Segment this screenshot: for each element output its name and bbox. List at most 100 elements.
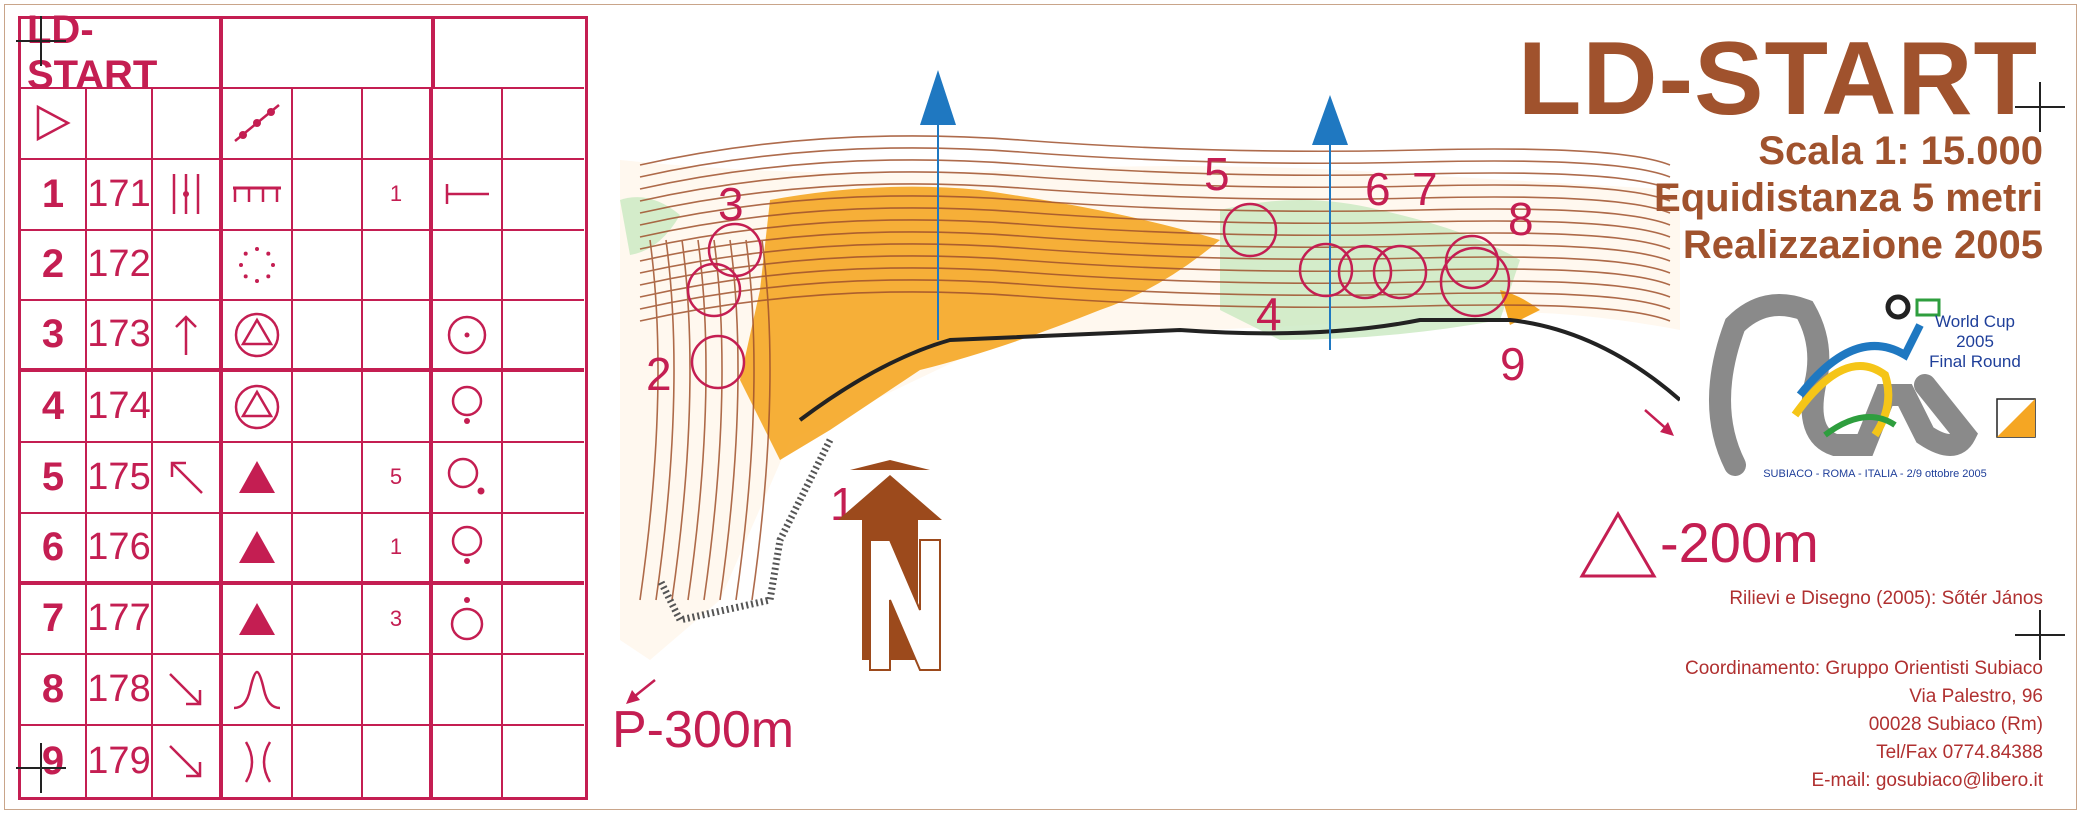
control-9-circle[interactable]: [1439, 246, 1511, 318]
empty-cell: [503, 726, 584, 797]
phone-line: Tel/Fax 0774.84388: [1876, 742, 2043, 763]
empty-cell: [503, 160, 584, 231]
scale-text: Scala 1: 15.000: [1758, 129, 2043, 173]
control-4-circle[interactable]: [1298, 242, 1354, 298]
control-number: 6: [21, 513, 87, 585]
empty-cell: [433, 726, 503, 797]
email-line[interactable]: E-mail: gosubiaco@libero.it: [1811, 770, 2043, 791]
dimension-value: [363, 372, 433, 443]
dimension-value: [363, 230, 433, 302]
dimension-value: 5: [363, 443, 433, 514]
control-number: 3: [21, 301, 87, 373]
empty-cell: [153, 230, 223, 302]
empty-cell: [503, 655, 584, 727]
map-info: Scala 1: 15.000 Equidistanza 5 metri Rea…: [1654, 128, 2043, 269]
header-blank-cell: [433, 19, 584, 89]
control-5-circle[interactable]: [1222, 202, 1278, 258]
control-number: 8: [21, 655, 87, 727]
control-number: 7: [21, 584, 87, 656]
empty-cell: [153, 584, 223, 656]
label-4: 4: [1256, 288, 1282, 340]
dimension-value: 1: [363, 159, 433, 231]
label-1: 1: [830, 478, 856, 530]
label-3: 3: [718, 178, 744, 230]
label-8: 8: [1508, 193, 1534, 245]
circle-dot-icon: [433, 301, 503, 373]
parentheses-icon: [223, 726, 293, 797]
contour-lines: [639, 135, 1671, 601]
empty-cell: [293, 230, 363, 302]
control-code: 179: [87, 726, 153, 797]
empty-cell: [293, 89, 363, 160]
empty-cell: [293, 513, 363, 585]
label-9: 9: [1500, 338, 1526, 390]
empty-cell: [293, 301, 363, 373]
control-code: 171: [87, 159, 153, 231]
bell-curve-icon: [223, 655, 293, 727]
label-7: 7: [1412, 163, 1438, 215]
map-title: LD-START: [1517, 21, 2038, 137]
control-code: 176: [87, 513, 153, 585]
control-6-circle[interactable]: [1337, 244, 1393, 300]
control-number: 5: [21, 443, 87, 514]
empty-cell: [433, 230, 503, 302]
registration-mark: [16, 743, 66, 793]
dimension-value: [363, 301, 433, 373]
circle-se-icon: [433, 443, 503, 514]
north-arrow-1: [920, 70, 956, 125]
empty-cell: [153, 372, 223, 443]
logo-line-1: World Cup: [1935, 312, 2015, 331]
nw-arrow-icon: [153, 443, 223, 514]
circle-top-icon: [433, 584, 503, 656]
empty-cell: [503, 89, 584, 160]
se-arrow-icon: [153, 726, 223, 797]
empty-cell: [293, 655, 363, 727]
city-line: 00028 Subiaco (Rm): [1868, 714, 2043, 735]
empty-cell: [153, 89, 223, 160]
circle-bottom-icon: [433, 513, 503, 585]
main-road: [798, 318, 1680, 422]
course-line-icon: [223, 89, 293, 160]
control-7-circle[interactable]: [1372, 244, 1428, 300]
address-line: Via Palestro, 96: [1909, 686, 2043, 707]
contour-interval-text: Equidistanza 5 metri: [1654, 176, 2043, 220]
control-code: 175: [87, 443, 153, 514]
T-icon: [433, 159, 503, 231]
orienteering-map[interactable]: 1 2 3 4 5 6 7 8 9: [620, 40, 1680, 750]
control-3-circle[interactable]: [707, 222, 763, 278]
control-code: 173: [87, 301, 153, 373]
dimension-value: 1: [363, 513, 433, 585]
year-text: Realizzazione 2005: [1682, 223, 2043, 267]
control-1-circle[interactable]: [690, 334, 746, 390]
control-number: 9: [21, 726, 87, 797]
dot-circle-icon: [223, 230, 293, 302]
control-code: 177: [87, 584, 153, 656]
empty-cell: [293, 443, 363, 514]
parking-distance: P-300m: [612, 701, 795, 759]
up-arrow-icon: [153, 301, 223, 373]
map-canvas[interactable]: 1 2 3 4 5 6 7 8 9: [620, 40, 1680, 750]
control-code: 172: [87, 230, 153, 302]
comb-icon: [223, 159, 293, 231]
empty-cell: [87, 89, 153, 160]
logo-line-3: Final Round: [1929, 352, 2021, 371]
north-symbol: [838, 460, 942, 671]
north-arrow-2: [1312, 95, 1348, 145]
control-code: 178: [87, 655, 153, 727]
climb-triangle: [1579, 511, 1657, 578]
empty-cell: [503, 443, 584, 514]
dashed-line-icon: [153, 159, 223, 231]
dimension-value: [363, 726, 433, 797]
empty-cell: [293, 372, 363, 443]
label-5: 5: [1204, 148, 1230, 200]
control-code: 174: [87, 372, 153, 443]
registration-mark: [16, 16, 66, 66]
logo-footer: SUBIACO - ROMA - ITALIA - 2/9 ottobre 20…: [1763, 468, 1987, 480]
empty-cell: [293, 584, 363, 656]
filled-triangle-icon: [223, 584, 293, 656]
registration-mark: [2015, 82, 2065, 132]
label-6: 6: [1365, 163, 1391, 215]
empty-cell: [433, 655, 503, 727]
